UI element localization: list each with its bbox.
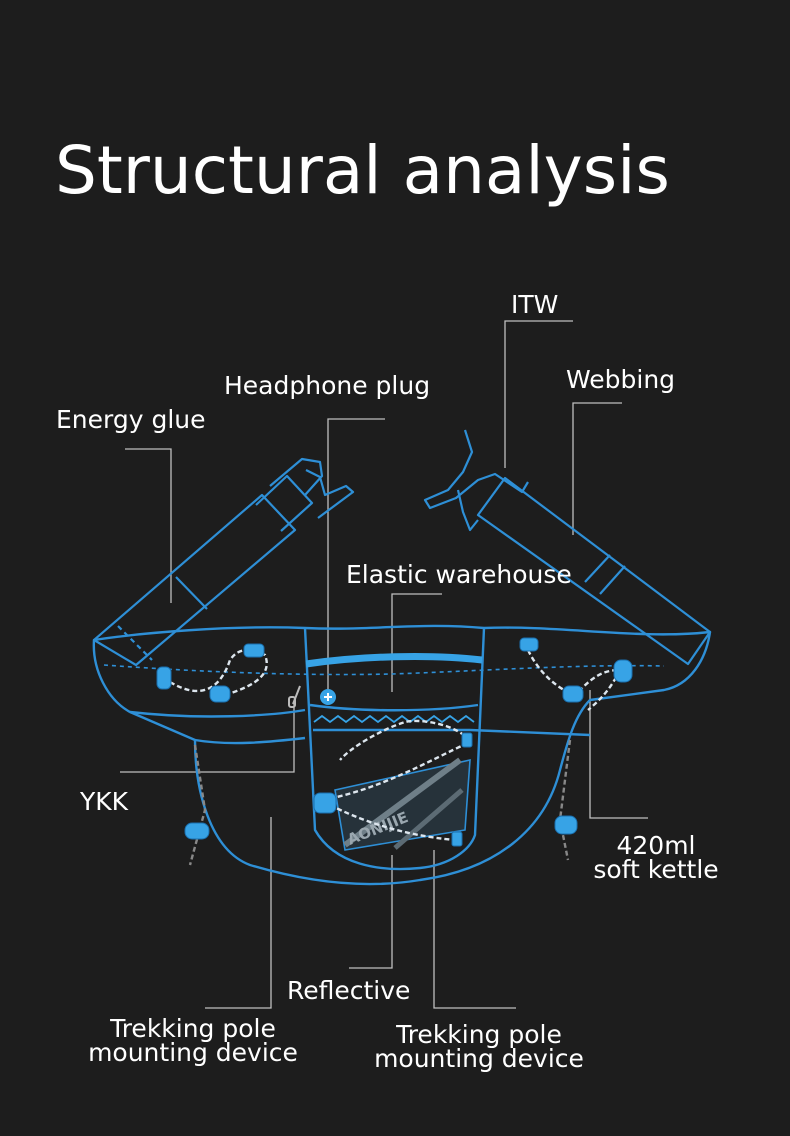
leader-trekking-left: [205, 817, 272, 1009]
page-title: Structural analysis: [55, 132, 670, 209]
label-itw: ITW: [511, 290, 559, 319]
leader-headphone-plug: [327, 418, 385, 692]
elastic-band: [305, 653, 483, 668]
leader-kettle: [589, 690, 648, 819]
leader-ykk: [120, 704, 295, 773]
label-trekking-pole-left: Trekking pole mounting device: [82, 1014, 304, 1067]
label-reflective: Reflective: [287, 976, 411, 1005]
label-trekking-left-line2: mounting device: [88, 1038, 298, 1067]
label-kettle-line1: 420ml: [616, 831, 696, 860]
leader-trekking-right: [433, 850, 516, 1009]
label-trekking-left-line1: Trekking pole: [110, 1014, 276, 1043]
leader-itw: [504, 320, 573, 468]
ykk-zipper-pull: [288, 685, 301, 708]
leader-energy-glue: [125, 448, 172, 603]
label-headphone-plug: Headphone plug: [224, 371, 431, 400]
leader-lines: [120, 320, 648, 1009]
leader-reflective: [349, 855, 393, 969]
label-ykk: YKK: [80, 787, 129, 816]
left-strap: [92, 457, 355, 667]
label-energy-glue: Energy glue: [56, 405, 206, 434]
reflective-panel: AONIJIE: [334, 757, 471, 851]
label-420ml-soft-kettle: 420ml soft kettle: [590, 831, 722, 884]
label-trekking-right-line1: Trekking pole: [396, 1020, 562, 1049]
leader-elastic-warehouse: [391, 593, 442, 692]
label-trekking-right-line2: mounting device: [374, 1044, 584, 1073]
label-webbing: Webbing: [566, 365, 676, 394]
label-trekking-pole-right: Trekking pole mounting device: [368, 1020, 590, 1073]
headphone-plug-marker: [320, 689, 336, 705]
label-elastic-warehouse: Elastic warehouse: [346, 560, 572, 589]
belt-body: [92, 624, 712, 886]
label-kettle-line2: soft kettle: [593, 855, 719, 884]
leader-webbing: [572, 402, 622, 535]
elastic-zigzag: [313, 714, 475, 724]
cord-locks: [156, 637, 633, 847]
